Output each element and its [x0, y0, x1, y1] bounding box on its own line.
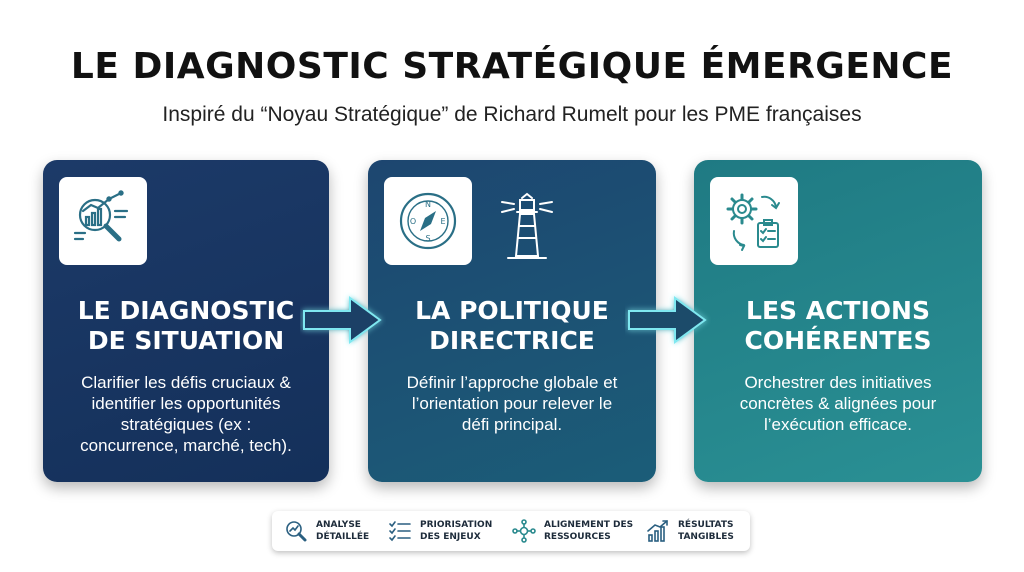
card-diagnostic-situation: LE DIAGNOSTIC DE SITUATION Clarifier les…	[43, 160, 329, 482]
card-description-line: défi principal.	[461, 415, 563, 434]
legend-label: ANALYSE DÉTAILLÉE	[316, 519, 369, 543]
legend-label: PRIORISATION DES ENJEUX	[420, 519, 492, 543]
card-actions-coherentes: LES ACTIONS COHÉRENTES Orchestrer des in…	[694, 160, 982, 482]
compass-letter-o: O	[410, 217, 416, 226]
growth-chart-icon	[647, 520, 668, 542]
card-description-line: Clarifier les défis cruciaux &	[81, 373, 291, 392]
page-subtitle: Inspiré du “Noyau Stratégique” de Richar…	[162, 103, 862, 126]
icon-box	[59, 177, 147, 265]
page-title: LE DIAGNOSTIC STRATÉGIQUE ÉMERGENCE	[70, 46, 954, 87]
card-description-line: l’exécution efficace.	[763, 415, 913, 434]
legend-bar: ANALYSE DÉTAILLÉE PRIORISATION DES ENJEU…	[272, 511, 750, 551]
network-icon	[512, 519, 536, 543]
legend-label-line: RESSOURCES	[544, 532, 611, 542]
legend-label: RÉSULTATS TANGIBLES	[678, 519, 734, 543]
analysis-magnifier-icon	[73, 190, 129, 242]
card-description-line: concurrence, marché, tech).	[80, 436, 292, 455]
compass-icon: N E S O	[399, 192, 457, 250]
card-description-line: Orchestrer des initiatives	[744, 373, 932, 392]
card-title: LES ACTIONS COHÉRENTES	[694, 296, 982, 356]
legend-label-line: ALIGNEMENT DES	[544, 520, 634, 530]
legend-item: PRIORISATION DES ENJEUX	[388, 516, 492, 546]
legend-label-line: ANALYSE	[316, 520, 361, 530]
card-title-line: LES ACTIONS	[746, 296, 930, 325]
card-politique-directrice: N E S O LA POLITIQUE DIRECTRICE Définir …	[368, 160, 656, 482]
card-title-line: DIRECTRICE	[429, 326, 595, 355]
icon-box	[710, 177, 798, 265]
lighthouse-icon	[501, 192, 553, 259]
magnifier-chart-icon	[286, 521, 307, 542]
gears-checklist-icon	[726, 193, 780, 251]
legend-item: ANALYSE DÉTAILLÉE	[284, 516, 369, 546]
card-title-line: COHÉRENTES	[744, 326, 932, 355]
card-description-line: stratégiques (ex :	[120, 415, 252, 434]
legend-label-line: RÉSULTATS	[678, 520, 734, 530]
compass-letter-n: N	[425, 200, 431, 209]
legend-label-line: DÉTAILLÉE	[316, 532, 370, 542]
legend-label-line: TANGIBLES	[678, 532, 734, 542]
compass-letter-e: E	[440, 217, 445, 226]
card-description-line: identifier les opportunités	[91, 394, 281, 413]
card-title-line: LA POLITIQUE	[415, 296, 609, 325]
card-description-line: l’orientation pour relever le	[411, 394, 613, 413]
card-title-line: DE SITUATION	[87, 326, 285, 355]
card-title: LE DIAGNOSTIC DE SITUATION	[43, 296, 329, 356]
icon-box: N E S O	[384, 177, 472, 265]
card-description: Clarifier les défis cruciaux & identifie…	[63, 372, 309, 456]
flow-arrow-icon	[303, 296, 382, 344]
card-title: LA POLITIQUE DIRECTRICE	[368, 296, 656, 356]
legend-label: ALIGNEMENT DES RESSOURCES	[544, 519, 633, 543]
card-description: Définir l’approche globale et l’orientat…	[388, 372, 636, 435]
legend-label-line: PRIORISATION	[420, 520, 493, 530]
flow-arrow-icon	[628, 296, 707, 344]
legend-item: ALIGNEMENT DES RESSOURCES	[512, 516, 633, 546]
card-title-line: LE DIAGNOSTIC	[77, 296, 295, 325]
card-description-line: concrètes & alignées pour	[739, 394, 937, 413]
compass-letter-s: S	[425, 234, 430, 243]
card-description: Orchestrer des initiatives concrètes & a…	[714, 372, 962, 435]
card-description-line: Définir l’approche globale et	[406, 373, 618, 392]
checklist-icon	[389, 521, 411, 542]
legend-item: RÉSULTATS TANGIBLES	[646, 516, 734, 546]
legend-label-line: DES ENJEUX	[420, 532, 481, 542]
